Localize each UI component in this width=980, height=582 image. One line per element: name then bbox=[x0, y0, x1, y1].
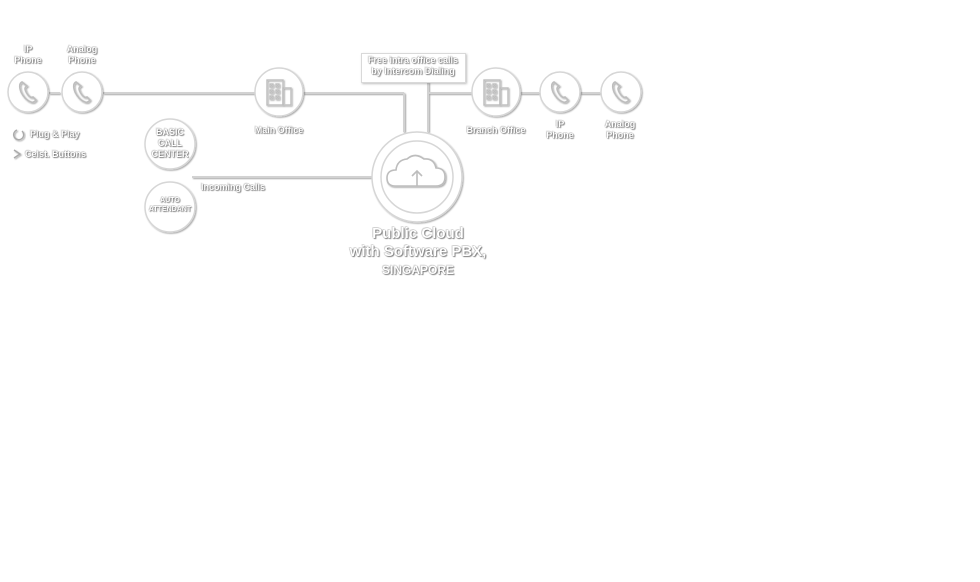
ip-phone-right-node bbox=[539, 71, 581, 113]
basic-call-center-line2: CALL bbox=[158, 138, 182, 148]
intercom-note-line2: by Intercom Dialing bbox=[371, 66, 455, 76]
phone-icon bbox=[611, 81, 631, 104]
refresh-icon bbox=[12, 129, 25, 141]
building-icon bbox=[483, 79, 509, 106]
analog-phone-right-node bbox=[600, 71, 642, 113]
auto-attendant-line1: AUTO bbox=[160, 197, 180, 204]
cloud-title-line2: with Software PBX, bbox=[349, 243, 487, 260]
ip-phone-right-label-2: Phone bbox=[546, 130, 574, 140]
play-icon bbox=[13, 149, 22, 159]
auto-attendant-node bbox=[144, 181, 196, 233]
phone-icon bbox=[72, 81, 92, 104]
ip-phone-left-node bbox=[7, 71, 49, 113]
ip-phone-right-label-1: IP bbox=[555, 119, 565, 129]
ip-phone-left-label-1: IP bbox=[23, 44, 33, 54]
cloud-title-line1: Public Cloud bbox=[372, 225, 464, 242]
analog-phone-left-label-2: Phone bbox=[68, 55, 96, 65]
feature-buttons-label: Celst. Buttons bbox=[25, 149, 87, 159]
branch-office-label: Branch Office bbox=[466, 125, 526, 135]
cloud-upload-icon bbox=[386, 154, 446, 187]
analog-phone-right-label-2: Phone bbox=[606, 130, 634, 140]
feature-plug-and-play-label: Plug & Play bbox=[30, 129, 80, 139]
intercom-note-box bbox=[361, 53, 466, 83]
incoming-calls-label: Incoming Calls bbox=[201, 182, 266, 192]
basic-call-center-line3: CENTER bbox=[151, 149, 189, 159]
intercom-note-line1: Free intra office calls bbox=[367, 55, 459, 65]
phone-icon bbox=[550, 81, 570, 104]
analog-phone-left-label-1: Analog bbox=[66, 44, 98, 54]
phone-icon bbox=[18, 81, 38, 104]
auto-attendant-line2: ATTENDANT bbox=[148, 206, 192, 213]
main-office-label: Main Office bbox=[254, 125, 304, 135]
cloud-location: SINGAPORE bbox=[381, 263, 454, 277]
building-icon bbox=[266, 79, 292, 106]
analog-phone-left-node bbox=[61, 71, 103, 113]
basic-call-center-node bbox=[144, 118, 196, 170]
connector-lines bbox=[49, 82, 600, 178]
basic-call-center-line1: BASIC bbox=[155, 127, 184, 137]
ip-phone-left-label-2: Phone bbox=[14, 55, 42, 65]
analog-phone-right-label-1: Analog bbox=[604, 119, 636, 129]
